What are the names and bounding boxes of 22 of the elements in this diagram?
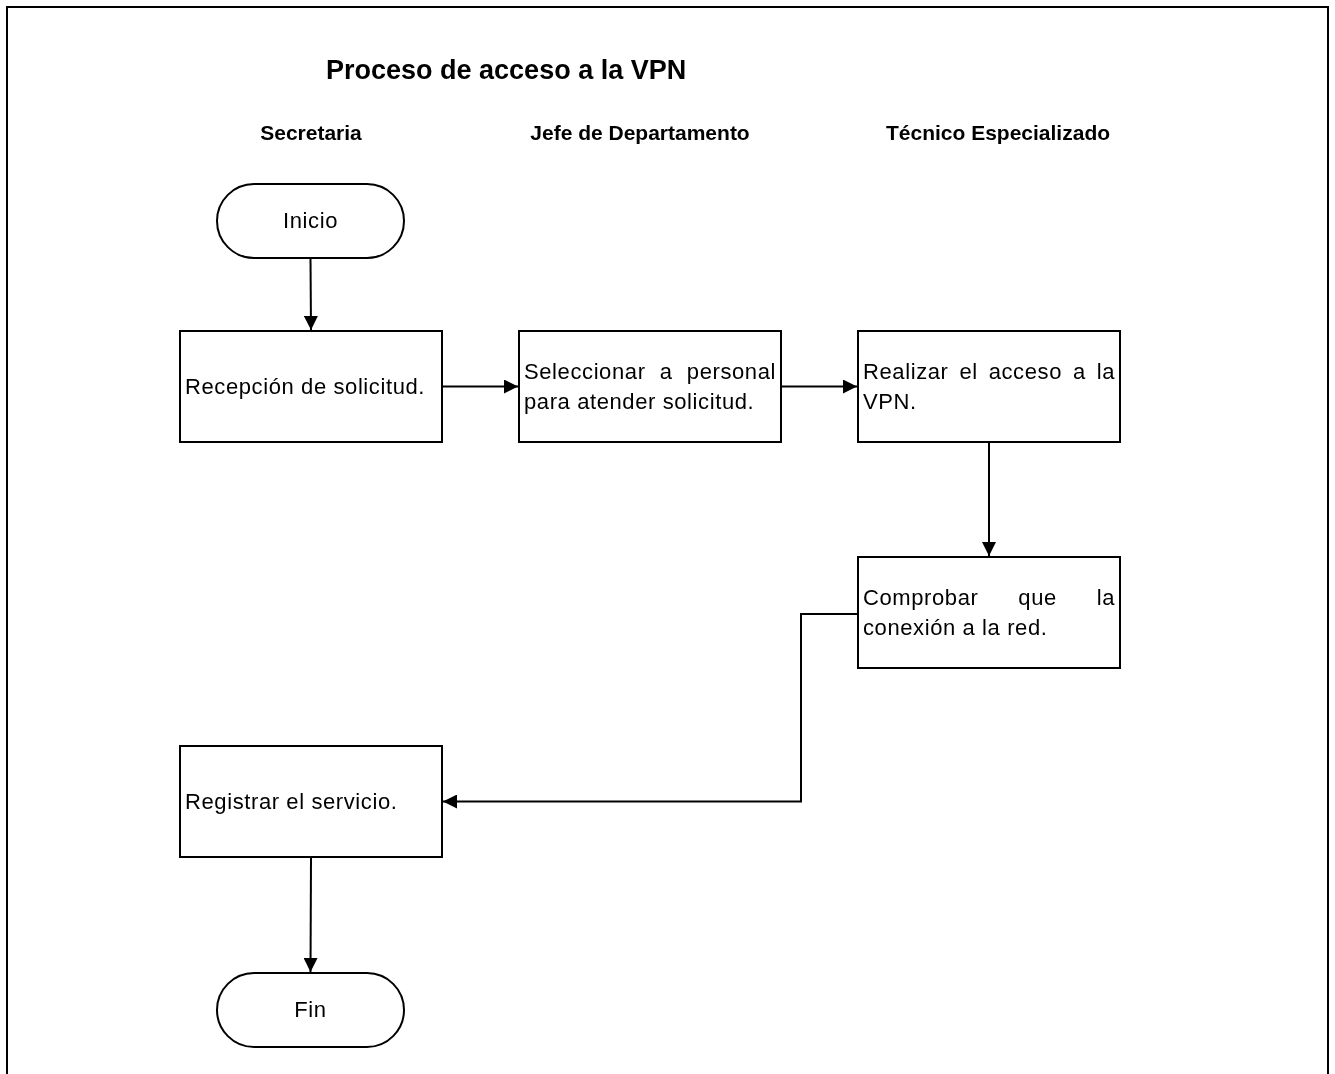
node-text: Comprobar que la conexión a la red. xyxy=(863,583,1115,642)
node-text: Inicio xyxy=(283,207,338,236)
node-text: Realizar el acceso a la VPN. xyxy=(863,357,1115,416)
process-box xyxy=(518,330,782,443)
process-box xyxy=(857,556,1121,669)
node-text: Recepción de solicitud. xyxy=(185,372,427,401)
arrow xyxy=(781,379,858,394)
lane-header: Jefe de Departamento xyxy=(530,120,750,146)
node-text: Fin xyxy=(294,996,327,1025)
arrow xyxy=(303,857,318,973)
arrow xyxy=(442,379,519,394)
arrow xyxy=(303,258,318,331)
node-text: Registrar el servicio. xyxy=(185,787,399,816)
process-box xyxy=(179,330,443,443)
lane-header: Técnico Especializado xyxy=(885,120,1111,146)
process-box xyxy=(179,745,443,858)
diagram-title: Proceso de acceso a la VPN xyxy=(326,54,687,87)
process-box xyxy=(857,330,1121,443)
lane-header: Secretaria xyxy=(260,120,362,146)
arrow xyxy=(982,442,996,557)
node-text: Seleccionar a personal para atender solicitud. xyxy=(524,357,776,416)
arrow xyxy=(442,613,858,809)
